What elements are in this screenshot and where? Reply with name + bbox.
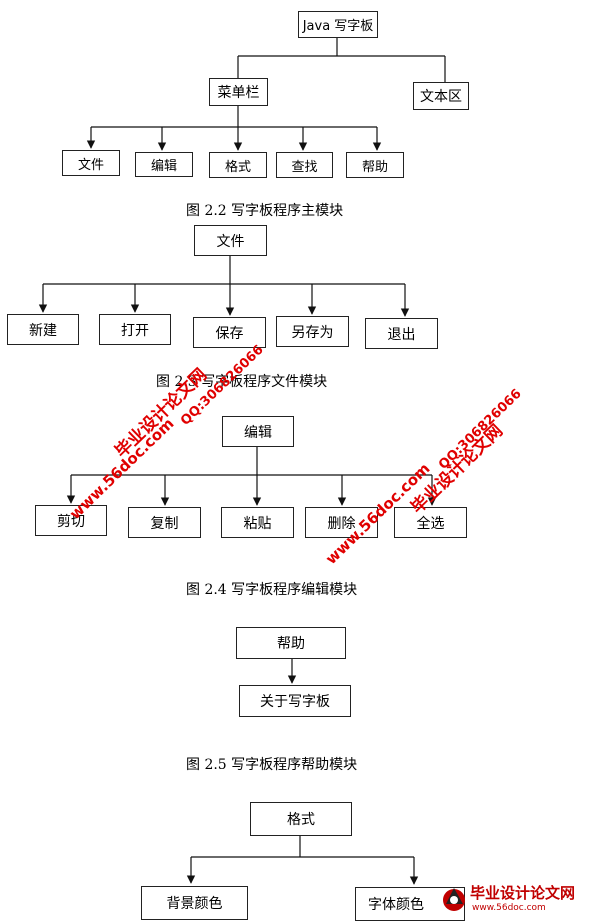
logo-title: 毕业设计论文网 — [470, 884, 576, 902]
node-save-as: 另存为 — [276, 316, 349, 347]
node-bg-color: 背景颜色 — [141, 886, 248, 920]
node-help-root: 帮助 — [236, 627, 346, 659]
caption-fig-2-4: 图 2.4 写字板程序编辑模块 — [186, 582, 358, 598]
node-textarea: 文本区 — [413, 82, 469, 110]
node-new: 新建 — [7, 314, 79, 345]
node-paste: 粘贴 — [221, 507, 294, 538]
node-file: 文件 — [62, 150, 120, 176]
caption-fig-2-3: 图 2.3 写字板程序文件模块 — [156, 374, 328, 390]
node-format-root: 格式 — [250, 802, 352, 836]
caption-fig-2-2: 图 2.2 写字板程序主模块 — [186, 203, 344, 219]
node-about: 关于写字板 — [239, 685, 351, 717]
node-java-notepad: Java 写字板 — [298, 11, 378, 38]
node-menubar: 菜单栏 — [209, 78, 268, 106]
node-copy: 复制 — [128, 507, 201, 538]
node-edit: 编辑 — [135, 152, 193, 177]
node-file-root: 文件 — [194, 225, 267, 256]
node-help: 帮助 — [346, 152, 404, 178]
caption-fig-2-5: 图 2.5 写字板程序帮助模块 — [186, 757, 358, 773]
logo-url: www.56doc.com — [472, 903, 546, 913]
node-cut: 剪切 — [35, 505, 107, 536]
node-find: 查找 — [276, 152, 333, 178]
site-logo-icon — [443, 888, 465, 911]
node-format: 格式 — [209, 152, 267, 178]
node-save: 保存 — [193, 317, 266, 348]
node-select-all: 全选 — [394, 507, 467, 538]
node-delete: 删除 — [305, 507, 378, 538]
node-open: 打开 — [99, 314, 171, 345]
node-edit-root: 编辑 — [222, 416, 294, 447]
node-exit: 退出 — [365, 318, 438, 349]
